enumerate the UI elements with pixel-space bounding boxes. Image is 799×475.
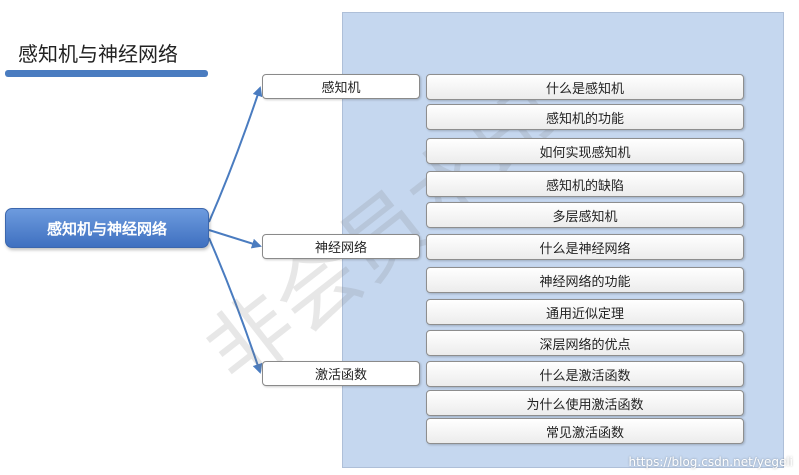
leaf-node[interactable]: 如何实现感知机 [426,138,744,164]
leaf-node[interactable]: 深层网络的优点 [426,330,744,356]
leaf-node[interactable]: 什么是感知机 [426,74,744,100]
root-node[interactable]: 感知机与神经网络 [5,208,209,248]
leaf-node[interactable]: 神经网络的功能 [426,267,744,293]
title-underline [5,70,208,77]
arrow-to-perceptron [208,86,263,223]
branch-node-activation-function[interactable]: 激活函数 [262,361,420,386]
leaf-node[interactable]: 常见激活函数 [426,418,744,444]
leaf-node[interactable]: 感知机的缺陷 [426,171,744,197]
leaf-node[interactable]: 什么是激活函数 [426,361,744,387]
arrow-to-activation [208,237,263,374]
branch-node-perceptron[interactable]: 感知机 [262,74,420,99]
leaf-node[interactable]: 为什么使用激活函数 [426,390,744,416]
leaf-node[interactable]: 通用近似定理 [426,299,744,325]
source-url: https://blog.csdn.net/yegeli [628,455,793,469]
arrow-to-neural-network [208,229,262,249]
branch-node-neural-network[interactable]: 神经网络 [262,234,420,259]
leaf-node[interactable]: 多层感知机 [426,202,744,228]
page-title: 感知机与神经网络 [18,42,178,66]
leaf-node[interactable]: 感知机的功能 [426,104,744,130]
leaf-node[interactable]: 什么是神经网络 [426,234,744,260]
